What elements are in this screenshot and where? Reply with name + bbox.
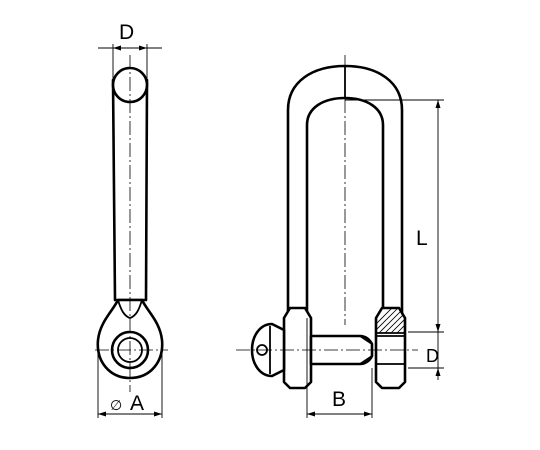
section-hatching [377, 309, 404, 333]
label-inside-length: L [416, 227, 428, 250]
dimension-inside-width: B [306, 318, 373, 418]
shackle-body [286, 64, 404, 317]
dimension-body-diameter: D [408, 332, 444, 380]
dimension-inside-length: L [345, 99, 444, 333]
diameter-symbol: ∅ [110, 398, 122, 414]
label-pin-diameter: A [130, 392, 144, 415]
dimension-side-width: D [98, 21, 162, 80]
label-side-width: D [119, 21, 134, 44]
dimension-pin-diameter: ∅ A [97, 350, 163, 418]
left-lug [282, 306, 313, 390]
label-inside-width: B [332, 388, 346, 411]
front-view [236, 55, 418, 390]
side-view [95, 55, 168, 392]
right-lug [374, 306, 407, 390]
label-body-diameter: D [426, 346, 439, 366]
